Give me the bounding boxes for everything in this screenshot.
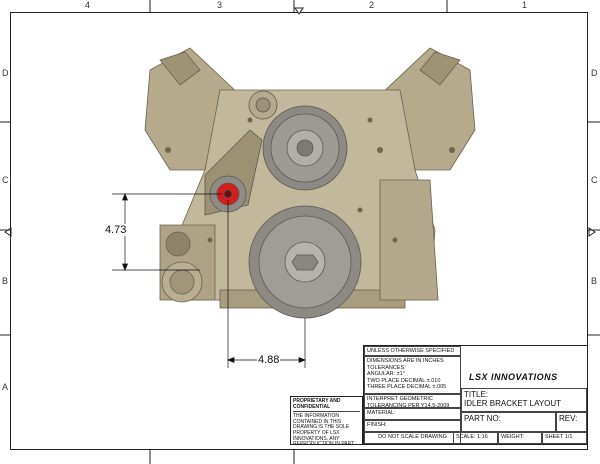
title-label: TITLE: [464,390,489,399]
proprietary-text: THE INFORMATION CONTAINED IN THIS DRAWIN… [293,413,355,445]
zone-col-3: 3 [217,0,223,10]
finish-field: FINISH: [364,420,461,432]
tolerance-line: TOLERANCES: [367,364,406,371]
tolerance-line: THREE PLACE DECIMAL ±.005 [367,384,447,390]
zone-row-c-left: C [2,175,9,185]
zone-col-1: 1 [522,0,528,10]
tolerance-line: DIMENSIONS ARE IN INCHES [367,358,444,364]
logo-area: LSX INNOVATIONS [461,346,587,388]
unless-specified: UNLESS OTHERWISE SPECIFIED [364,346,461,356]
tolerance-line: ANGULAR: ±1° [367,371,405,377]
logo-text: LSX INNOVATIONS [469,372,558,382]
drawing-title: IDLER BRACKET LAYOUT [464,399,562,408]
part-no-field: PART NO: [461,412,556,432]
zone-row-b-left: B [2,276,9,286]
dimension-vertical-label: 4.73 [104,224,128,236]
zone-row-a-left: A [2,382,9,392]
zone-col-4: 4 [85,0,91,10]
sheet-field: SHEET 1/1 [542,432,587,444]
weight-field: WEIGHT: [498,432,542,444]
proprietary-notice: PROPRIETARY AND CONFIDENTIAL THE INFORMA… [290,396,363,445]
rev-field: REV: [556,412,587,432]
water-pump-pulley [248,90,348,191]
scale-field: SCALE: 1:16 [453,432,498,444]
material-field: MATERIAL: [364,408,461,420]
zone-col-2: 2 [369,0,375,10]
zone-row-c-right: C [591,175,598,185]
title-field: TITLE: IDLER BRACKET LAYOUT [461,388,587,412]
centering-marks [4,7,596,237]
title-block: UNLESS OTHERWISE SPECIFIED DIMENSIONS AR… [363,345,588,445]
crankshaft-pulley [248,205,362,319]
zone-row-d-right: D [591,68,598,78]
no-scale-note: DO NOT SCALE DRAWING [364,432,461,444]
interpret-note: INTERPRET GEOMETRIC TOLERANCING PER Y14.… [364,394,461,408]
zone-row-b-right: B [591,276,598,286]
tolerance-line: TWO PLACE DECIMAL ±.010 [367,377,441,384]
proprietary-heading: PROPRIETARY AND CONFIDENTIAL [293,398,360,413]
zone-row-d-left: D [2,68,9,78]
dimension-horizontal-label: 4.88 [257,354,281,366]
tolerances-box: DIMENSIONS ARE IN INCHES TOLERANCES: ANG… [364,356,461,394]
dimension-lines [112,193,306,368]
